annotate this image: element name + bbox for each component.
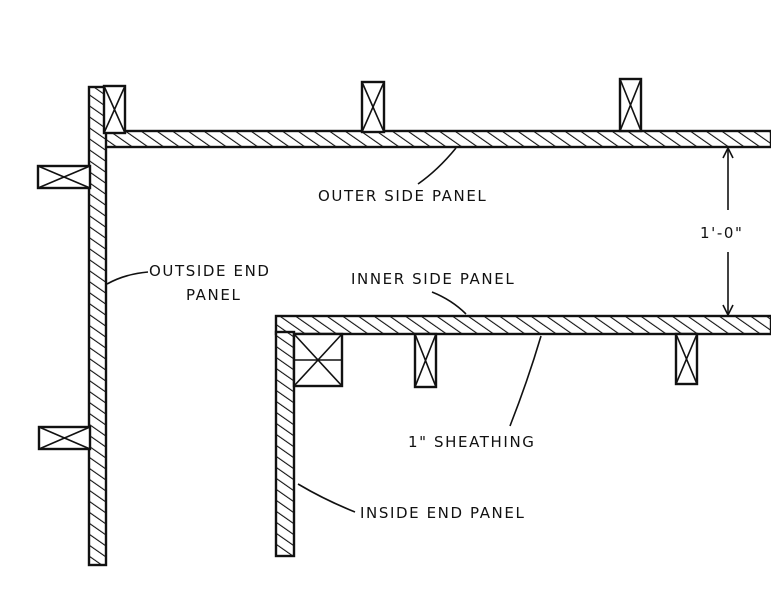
leader-inner-side-panel — [431, 291, 467, 315]
stud-inner-corner — [292, 332, 344, 388]
outside-end-panel-label-line1: OUTSIDE END — [149, 262, 271, 280]
stud-outer-right — [618, 77, 643, 133]
sheathing-label: 1" SHEATHING — [408, 433, 536, 451]
outside-end-panel-sheathing — [87, 85, 108, 567]
leader-outer-side-panel — [417, 147, 457, 185]
stud-inner-right — [674, 332, 699, 386]
stud-outside-end-top — [36, 164, 92, 190]
stud-outer-middle — [360, 80, 386, 134]
inside-end-panel-sheathing — [274, 330, 296, 558]
inside-end-panel-label: INSIDE END PANEL — [360, 504, 525, 522]
leader-sheathing — [509, 335, 542, 427]
stud-outer-corner — [102, 84, 127, 135]
stud-inner-middle — [413, 332, 438, 389]
outer-side-panel-sheathing — [102, 129, 771, 149]
leader-outside-end-panel — [106, 271, 149, 285]
outer-side-panel-label: OUTER SIDE PANEL — [318, 187, 487, 205]
stud-outside-end-bottom — [37, 425, 92, 451]
dimension-marker — [722, 146, 734, 317]
inner-side-panel-sheathing — [274, 314, 771, 336]
leader-inside-end-panel — [297, 483, 356, 513]
dimension-label: 1'-0" — [700, 224, 744, 242]
outside-end-panel-label-line2: PANEL — [186, 286, 241, 304]
inner-side-panel-label: INNER SIDE PANEL — [351, 270, 515, 288]
